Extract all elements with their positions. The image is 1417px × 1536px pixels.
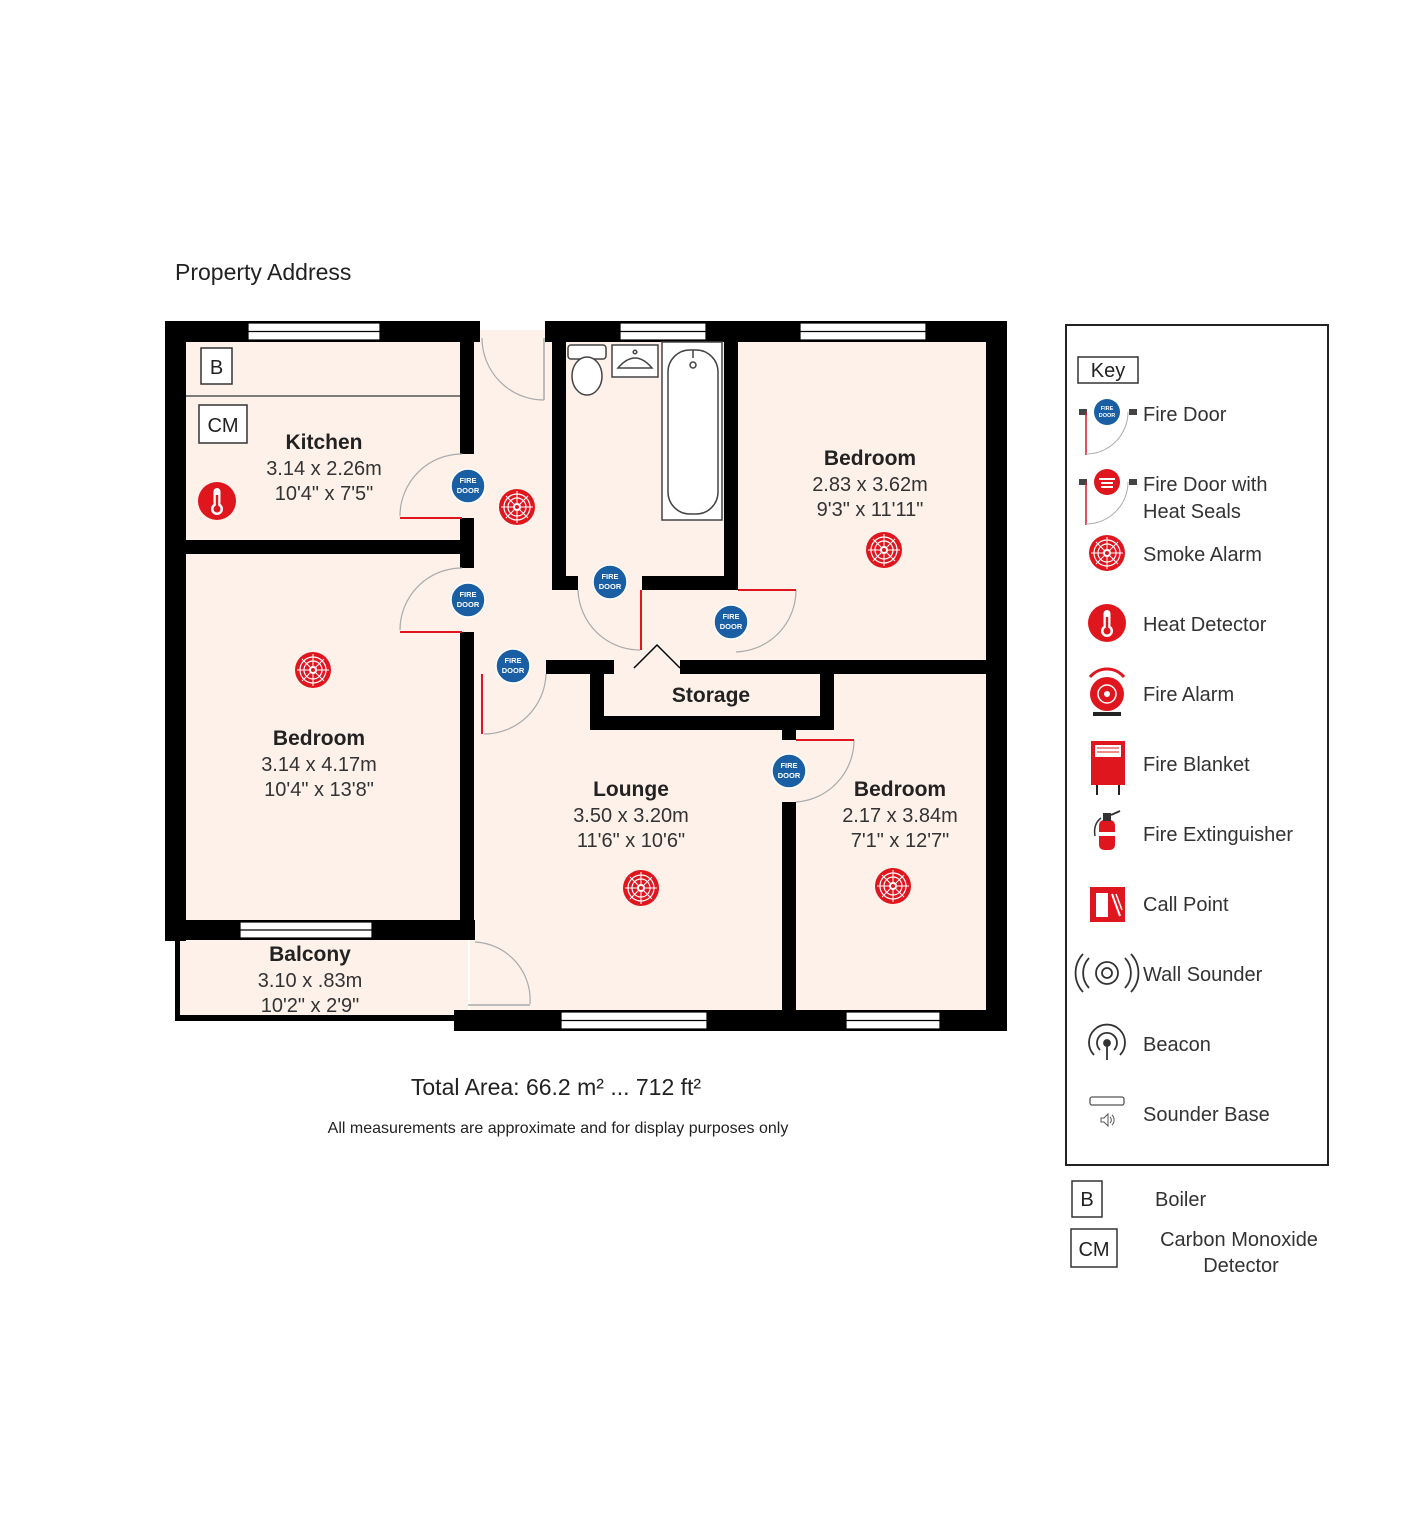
room-bedroom-left-label: Bedroom 3.14 x 4.17m 10'4" x 13'8" (261, 727, 377, 801)
total-area: Total Area: 66.2 m² ... 712 ft² (411, 1074, 702, 1100)
bedroom-top-imperial: 9'3" x 11'11" (817, 499, 924, 521)
bedroom-left-metric: 3.14 x 4.17m (261, 754, 377, 776)
svg-text:DOOR: DOOR (599, 582, 622, 591)
bedroom-left-floor (175, 550, 470, 930)
boiler-marker: B (200, 347, 233, 385)
svg-text:DOOR: DOOR (720, 622, 743, 631)
lounge-imperial: 11'6" x 10'6" (577, 830, 685, 852)
boiler-label: Boiler (1155, 1189, 1206, 1211)
bedroom-top-name: Bedroom (824, 447, 916, 470)
toilet-bowl (571, 356, 603, 396)
legend-label: Call Point (1143, 894, 1229, 916)
boiler-code: B (210, 357, 223, 379)
bedroom-top-floor (730, 330, 990, 670)
fire-door-icon: FIRE DOOR (495, 648, 531, 684)
co-label: Carbon Monoxide (1160, 1229, 1318, 1251)
smoke-alarm-icon (874, 867, 912, 905)
svg-text:DOOR: DOOR (778, 771, 801, 780)
legend-label: Smoke Alarm (1143, 544, 1262, 566)
smoke-alarm-icon (865, 531, 903, 569)
fire-door-icon: FIRE DOOR (1079, 399, 1137, 455)
svg-text:FIRE: FIRE (459, 590, 476, 599)
room-kitchen-label: Kitchen 3.14 x 2.26m 10'4" x 7'5" (266, 431, 382, 505)
svg-text:FIRE: FIRE (780, 761, 797, 770)
balcony-metric: 3.10 x .83m (258, 970, 363, 992)
smoke-alarm-icon (1088, 534, 1126, 572)
legend-label: Fire Alarm (1143, 684, 1234, 706)
storage-floor (595, 670, 825, 720)
fire-door-heat-seals-icon (1079, 469, 1137, 525)
call-point-icon (1090, 887, 1125, 922)
beacon-icon (1088, 1023, 1126, 1060)
room-lounge-label: Lounge 3.50 x 3.20m 11'6" x 10'6" (573, 778, 689, 852)
boiler-code: B (1080, 1189, 1093, 1211)
storage-name: Storage (672, 684, 750, 707)
bathroom-fixtures (567, 341, 723, 521)
legend-label: Heat Seals (1143, 501, 1241, 523)
room-balcony-label: Balcony 3.10 x .83m 10'2" x 2'9" (258, 943, 363, 1017)
wall-sounder-icon (1074, 953, 1140, 993)
kitchen-name: Kitchen (285, 431, 362, 454)
balcony-imperial: 10'2" x 2'9" (261, 995, 360, 1017)
fire-door-icon: FIRE DOOR (450, 582, 486, 618)
legend-label: Fire Extinguisher (1143, 824, 1293, 846)
balcony-floor (178, 935, 468, 1017)
extra-legend: B Boiler CM Carbon Monoxide Detector (1070, 1180, 1318, 1277)
svg-text:DOOR: DOOR (457, 486, 480, 495)
bedroom-right-metric: 2.17 x 3.84m (842, 805, 958, 827)
heat-detector-icon (198, 482, 236, 520)
windows (239, 322, 941, 1030)
balcony-name: Balcony (269, 943, 351, 966)
bedroom-right-name: Bedroom (854, 778, 946, 801)
heat-detector-icon (1088, 604, 1126, 642)
svg-text:DOOR: DOOR (457, 600, 480, 609)
fire-door-icon: FIRE DOOR (592, 564, 628, 600)
room-bedroom-right-label: Bedroom 2.17 x 3.84m 7'1" x 12'7" (842, 778, 958, 852)
smoke-alarm-icon (622, 869, 660, 907)
kitchen-metric: 3.14 x 2.26m (266, 458, 382, 480)
smoke-alarm-icon (498, 488, 536, 526)
svg-text:FIRE: FIRE (504, 656, 521, 665)
kitchen-imperial: 10'4" x 7'5" (275, 483, 374, 505)
legend-label: Heat Detector (1143, 614, 1267, 636)
legend-label: Sounder Base (1143, 1104, 1270, 1126)
legend-label: Fire Door with (1143, 474, 1267, 496)
fire-extinguisher-icon (1093, 810, 1121, 850)
page-title: Property Address (175, 259, 351, 285)
svg-text:FIRE: FIRE (459, 476, 476, 485)
lounge-metric: 3.50 x 3.20m (573, 805, 689, 827)
svg-text:FIRE: FIRE (722, 612, 739, 621)
fire-blanket-icon (1091, 741, 1125, 795)
svg-text:FIRE: FIRE (601, 572, 618, 581)
legend-label: Fire Door (1143, 404, 1227, 426)
svg-text:DOOR: DOOR (502, 666, 525, 675)
lounge-name: Lounge (593, 778, 669, 801)
legend-title: Key (1091, 360, 1125, 382)
legend-label: Wall Sounder (1143, 964, 1263, 986)
disclaimer: All measurements are approximate and for… (328, 1120, 789, 1137)
legend-panel: Key FIRE DOOR Fire Door Fire Door with H… (1065, 324, 1329, 1166)
room-bedroom-top-label: Bedroom 2.83 x 3.62m 9'3" x 11'11" (812, 447, 928, 521)
bedroom-left-name: Bedroom (273, 727, 365, 750)
bedroom-top-metric: 2.83 x 3.62m (812, 474, 928, 496)
fire-door-icon: FIRE DOOR (450, 468, 486, 504)
sounder-base-icon (1089, 1096, 1125, 1128)
bedroom-left-imperial: 10'4" x 13'8" (264, 779, 374, 801)
fire-door-icon: FIRE DOOR (713, 604, 749, 640)
fire-door-icon: FIRE DOOR (771, 753, 807, 789)
co-code: CM (1078, 1239, 1109, 1261)
legend-label: Beacon (1143, 1034, 1211, 1056)
fire-alarm-icon (1088, 667, 1126, 716)
bedroom-right-imperial: 7'1" x 12'7" (851, 830, 950, 852)
co-label-line2: Detector (1203, 1255, 1279, 1277)
svg-text:DOOR: DOOR (1099, 413, 1116, 419)
door-swings (399, 337, 855, 1006)
legend-label: Fire Blanket (1143, 754, 1250, 776)
svg-text:FIRE: FIRE (1101, 406, 1114, 412)
co-detector-marker: CM (198, 404, 248, 444)
room-storage-label: Storage (672, 684, 750, 707)
co-code: CM (207, 415, 238, 437)
smoke-alarm-icon (294, 651, 332, 689)
